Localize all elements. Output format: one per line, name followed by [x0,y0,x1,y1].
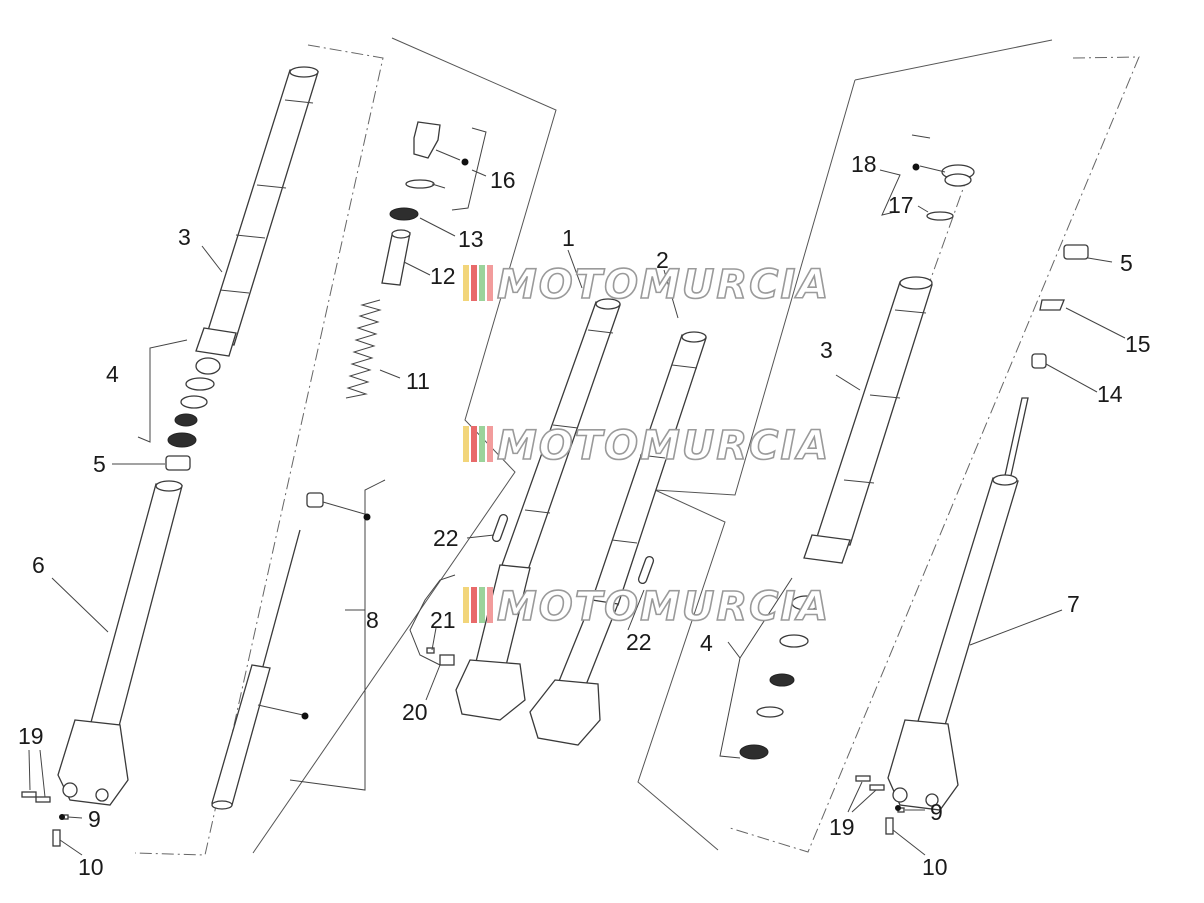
watermark-2: MOTOMURCIA [463,422,830,470]
callout-22-right: 22 [626,629,652,655]
wm-stripe-2d [487,426,493,462]
spacer-tube [381,207,419,286]
right-seal-kit [739,595,821,760]
callout-21: 21 [430,607,456,633]
damper-cartridge [211,492,324,810]
wm-stripe-2a [463,426,469,462]
callout-16: 16 [490,167,516,193]
watermark-3: MOTOMURCIA [463,583,830,631]
wm-stripe-3d [487,587,493,623]
callout-19-right: 19 [829,814,855,840]
callout-3-left: 3 [178,224,191,250]
washer-15 [1039,299,1065,311]
leader-lines [28,127,1126,856]
fork-leg-1 [455,298,621,721]
right-outer-tube [803,276,933,564]
callout-7: 7 [1067,591,1080,617]
callout-labels: 1 2 3 3 4 4 5 5 6 7 8 9 9 10 10 11 12 13… [18,151,1151,880]
wm-stripe-1a [463,265,469,301]
centre-fork-assembly [409,298,707,746]
reference-dots [59,158,920,820]
clip-22-right [637,555,655,585]
watermark-text-1: MOTOMURCIA [497,262,830,308]
callout-10-left: 10 [78,854,104,880]
callout-15: 15 [1125,331,1151,357]
left-seal-kit [167,357,221,448]
left-lower-tube [57,480,183,806]
left-fork-assembly [21,66,441,847]
top-cap-right [926,164,975,221]
wm-stripe-3c [479,587,485,623]
left-outer-tube [195,66,319,357]
wm-stripe-1c [479,265,485,301]
callout-12: 12 [430,263,456,289]
watermark-text-2: MOTOMURCIA [497,423,830,469]
callout-2: 2 [656,247,669,273]
callout-9-right: 9 [930,799,943,825]
right-bushing [1063,244,1089,260]
callout-20: 20 [402,699,428,725]
callout-6: 6 [32,552,45,578]
nut-14 [1031,353,1047,369]
callout-14: 14 [1097,381,1123,407]
callout-18: 18 [851,151,877,177]
watermark-1: MOTOMURCIA [463,261,830,309]
watermark-text-3: MOTOMURCIA [497,584,830,630]
callout-11: 11 [406,368,430,394]
callout-19-left: 19 [18,723,44,749]
wm-stripe-2c [479,426,485,462]
callout-5-right: 5 [1120,250,1133,276]
sensor-cable [409,574,456,666]
fork-leg-2 [529,331,707,746]
callout-3-right: 3 [820,337,833,363]
callout-4-right: 4 [700,630,713,656]
sensor-screw [426,647,435,654]
callout-17: 17 [888,192,914,218]
wm-stripe-1b [471,265,477,301]
wm-stripe-2b [471,426,477,462]
wm-stripe-1d [487,265,493,301]
wm-stripe-3a [463,587,469,623]
callout-13: 13 [458,226,484,252]
spring [345,299,382,399]
callout-10-right: 10 [922,854,948,880]
top-cap-left [405,121,441,189]
sensor-head [439,654,455,666]
right-lower-tube [887,474,1019,811]
callout-4-left: 4 [106,361,119,387]
damper-rod [1003,397,1029,481]
callout-9-left: 9 [88,806,101,832]
callout-1: 1 [562,225,575,251]
clip-22-left [491,513,509,543]
right-fork-assembly [739,164,1089,835]
callout-22-left: 22 [433,525,459,551]
wm-stripe-3b [471,587,477,623]
left-bushing [165,455,191,471]
callout-8: 8 [366,607,379,633]
callout-5-left: 5 [93,451,106,477]
